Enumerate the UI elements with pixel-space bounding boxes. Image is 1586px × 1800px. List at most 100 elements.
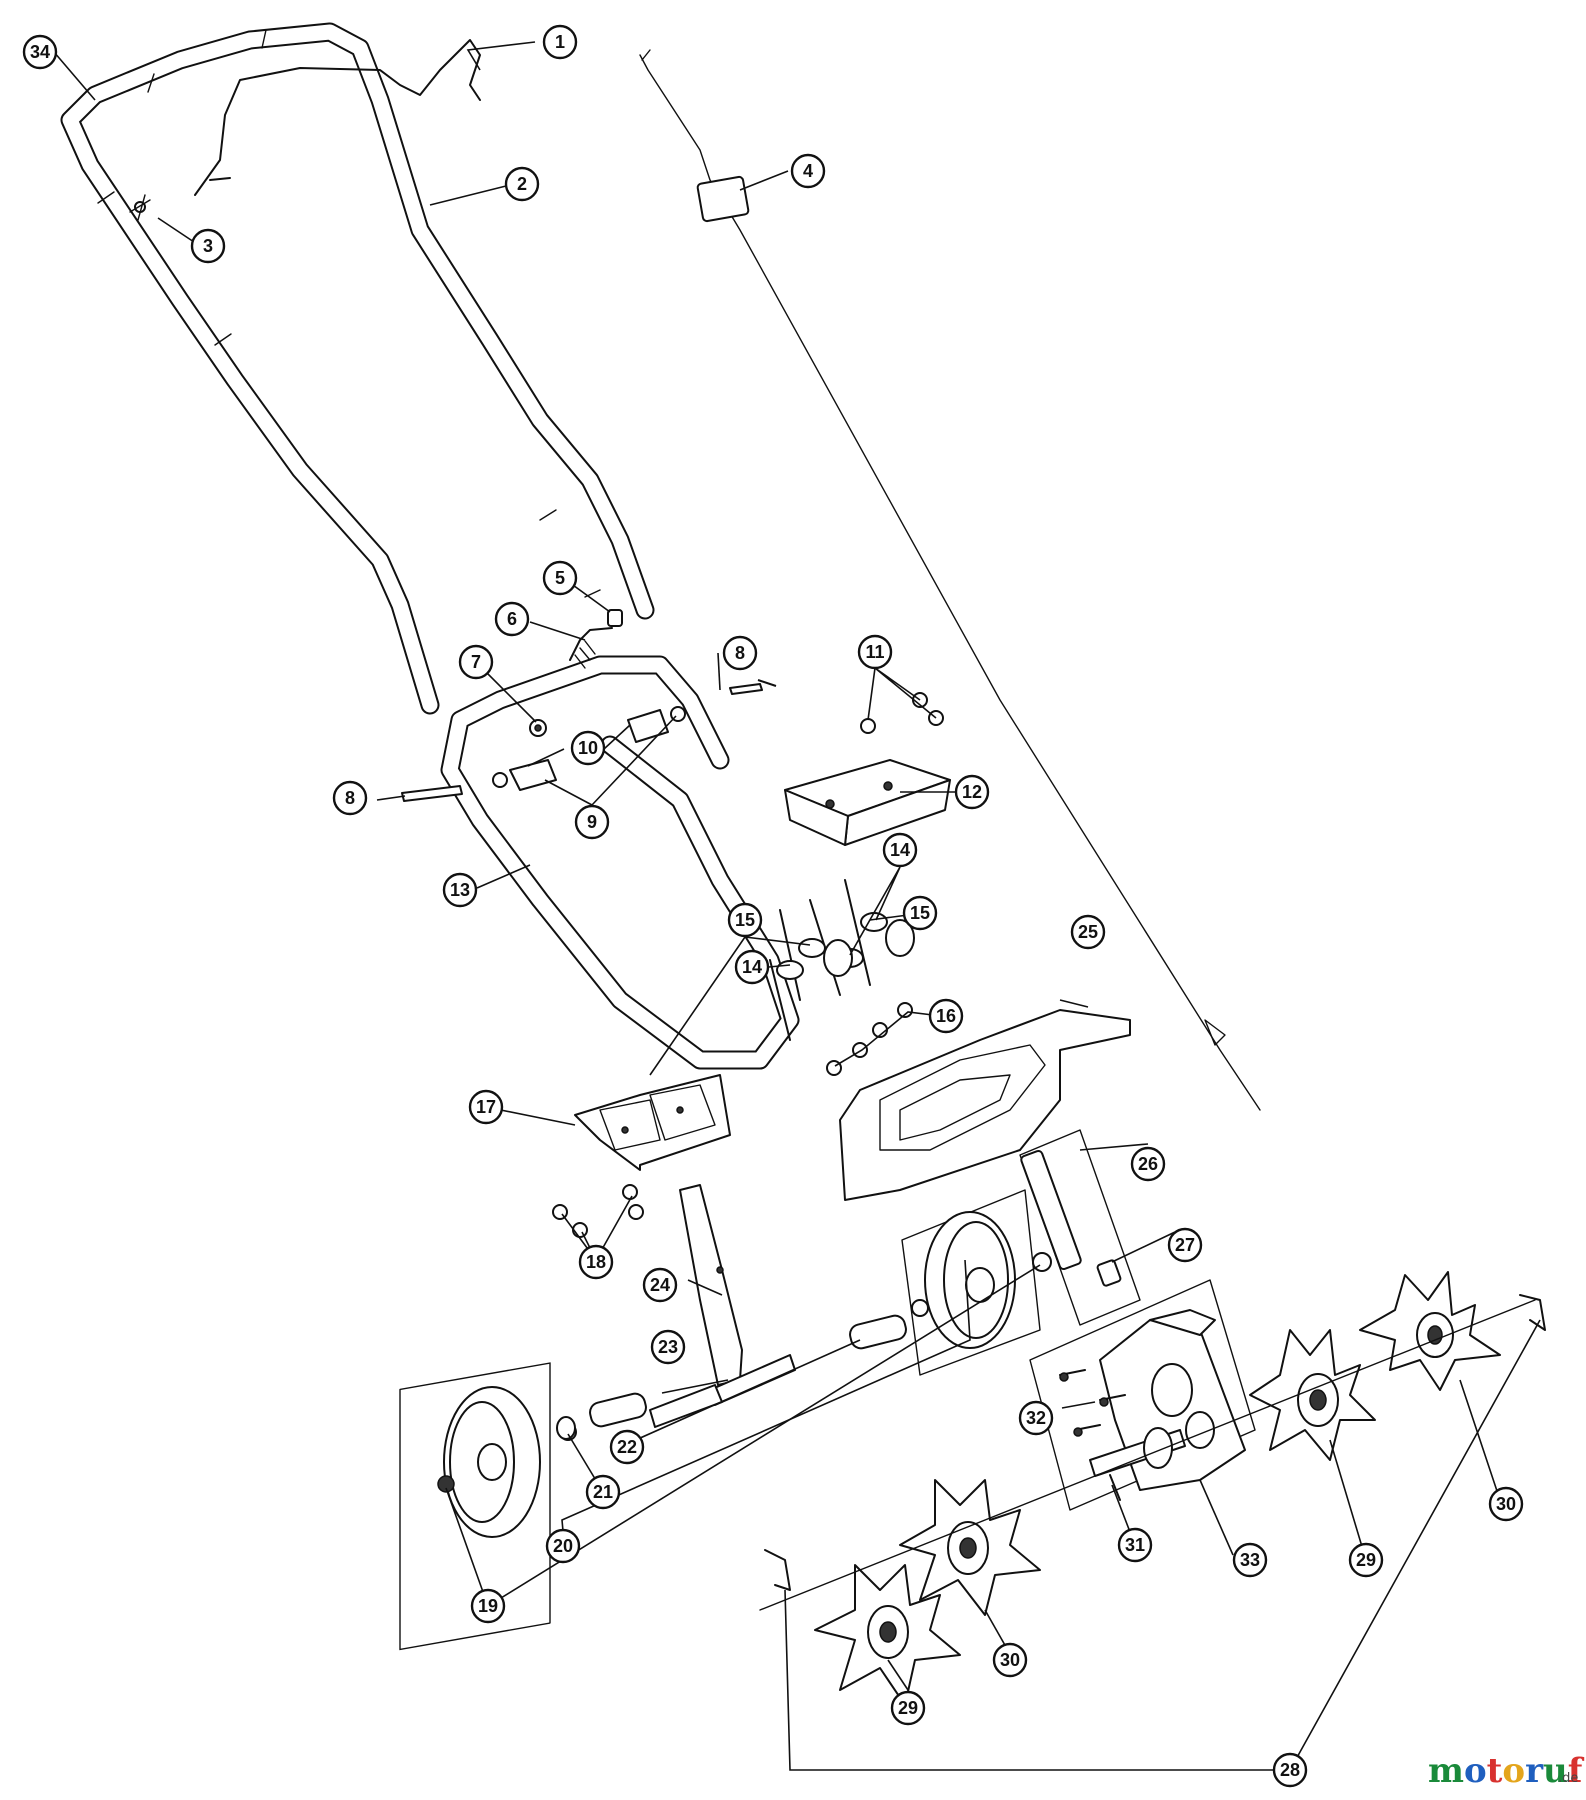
tine-shaft-26 — [1019, 1129, 1141, 1326]
watermark-logo: motoruf .de — [1428, 1751, 1585, 1791]
callout-8-left: 8 — [332, 780, 368, 816]
svg-text:2: 2 — [517, 174, 527, 194]
svg-text:30: 30 — [1496, 1494, 1516, 1514]
svg-text:5: 5 — [555, 568, 565, 588]
tine-left-lower — [814, 1564, 961, 1706]
callout-10: 10 — [570, 730, 606, 766]
svg-text:32: 32 — [1026, 1408, 1046, 1428]
watermark-letter: m — [1428, 1751, 1464, 1791]
svg-text:4: 4 — [803, 161, 813, 181]
callout-17: 17 — [468, 1089, 504, 1125]
svg-text:9: 9 — [587, 812, 597, 832]
callout-12: 12 — [954, 774, 990, 810]
throttle-cable — [639, 49, 1261, 1111]
tine-right-upper — [1359, 1271, 1501, 1391]
svg-text:15: 15 — [910, 903, 930, 923]
watermark-letter: f — [1568, 1751, 1585, 1791]
callout-19: 19 — [470, 1588, 506, 1624]
svg-text:3: 3 — [203, 236, 213, 256]
callout-8-right: 8 — [722, 635, 758, 671]
callout-30-left: 30 — [992, 1642, 1028, 1678]
callout-25: 25 — [1070, 914, 1106, 950]
callout-28: 28 — [1272, 1752, 1308, 1788]
callout-5: 5 — [542, 560, 578, 596]
svg-text:30: 30 — [1000, 1650, 1020, 1670]
svg-text:33: 33 — [1240, 1550, 1260, 1570]
svg-text:29: 29 — [898, 1698, 918, 1718]
svg-text:15: 15 — [735, 910, 755, 930]
svg-text:14: 14 — [742, 957, 762, 977]
svg-text:19: 19 — [478, 1596, 498, 1616]
upper-handle — [60, 22, 655, 715]
callout-6: 6 — [494, 601, 530, 637]
callout-15-left: 15 — [727, 902, 763, 938]
callout-14-upper: 14 — [882, 832, 918, 868]
svg-text:20: 20 — [553, 1536, 573, 1556]
watermark-letter: u — [1543, 1751, 1568, 1791]
fasteners-14-16 — [769, 879, 915, 1076]
callouts: 1 2 3 4 5 6 7 8 8 9 10 11 12 13 14 14 15… — [22, 24, 1524, 1788]
svg-text:10: 10 — [578, 738, 598, 758]
callout-20: 20 — [545, 1528, 581, 1564]
callout-14-lower: 14 — [734, 949, 770, 985]
svg-text:7: 7 — [471, 652, 481, 672]
callout-30-right: 30 — [1488, 1486, 1524, 1522]
callout-22: 22 — [609, 1429, 645, 1465]
wheel-arm — [559, 1184, 929, 1441]
svg-text:1: 1 — [555, 32, 565, 52]
tine-right-lower — [1249, 1329, 1376, 1461]
svg-text:27: 27 — [1175, 1235, 1195, 1255]
watermark-letter: r — [1525, 1751, 1544, 1791]
svg-text:22: 22 — [617, 1437, 637, 1457]
control-bail — [129, 39, 481, 221]
callout-4: 4 — [790, 153, 826, 189]
callout-15-right: 15 — [902, 895, 938, 931]
gearbox-33 — [1029, 1279, 1256, 1511]
callout-11: 11 — [857, 634, 893, 670]
svg-text:25: 25 — [1078, 922, 1098, 942]
callout-9: 9 — [574, 804, 610, 840]
svg-text:8: 8 — [345, 788, 355, 808]
svg-text:23: 23 — [658, 1337, 678, 1357]
watermark-letter: o — [1464, 1751, 1487, 1791]
callout-18: 18 — [578, 1244, 614, 1280]
svg-text:24: 24 — [650, 1275, 670, 1295]
callout-33: 33 — [1232, 1542, 1268, 1578]
callout-29-right: 29 — [1348, 1542, 1384, 1578]
callout-7: 7 — [458, 644, 494, 680]
wheel-left — [399, 1362, 576, 1651]
callout-13: 13 — [442, 872, 478, 908]
svg-text:16: 16 — [936, 1006, 956, 1026]
svg-text:21: 21 — [593, 1482, 613, 1502]
watermark-suffix: .de — [1558, 1771, 1578, 1786]
svg-text:13: 13 — [450, 880, 470, 900]
callout-16: 16 — [928, 998, 964, 1034]
svg-text:8: 8 — [735, 643, 745, 663]
tine-left-mid — [899, 1479, 1041, 1616]
svg-text:34: 34 — [30, 42, 50, 62]
leader-lines — [53, 41, 1541, 1771]
svg-text:28: 28 — [1280, 1760, 1300, 1780]
watermark-letter: o — [1502, 1751, 1525, 1791]
svg-text:14: 14 — [890, 840, 910, 860]
svg-text:26: 26 — [1138, 1154, 1158, 1174]
svg-text:17: 17 — [476, 1097, 496, 1117]
callout-34: 34 — [22, 34, 58, 70]
svg-text:6: 6 — [507, 609, 517, 629]
watermark-letter: t — [1487, 1751, 1503, 1791]
callout-24: 24 — [642, 1267, 678, 1303]
svg-text:12: 12 — [962, 782, 982, 802]
svg-text:18: 18 — [586, 1252, 606, 1272]
callout-3: 3 — [190, 228, 226, 264]
tine-assemblies — [759, 1271, 1546, 1706]
callout-26: 26 — [1130, 1146, 1166, 1182]
callout-2: 2 — [504, 166, 540, 202]
callout-27: 27 — [1167, 1227, 1203, 1263]
callout-1: 1 — [542, 24, 578, 60]
wheel-right — [901, 1189, 1052, 1376]
svg-text:11: 11 — [865, 642, 884, 662]
lower-handle — [440, 655, 800, 1070]
callout-23: 23 — [650, 1329, 686, 1365]
svg-text:motoruf: motoruf — [1428, 1751, 1585, 1791]
